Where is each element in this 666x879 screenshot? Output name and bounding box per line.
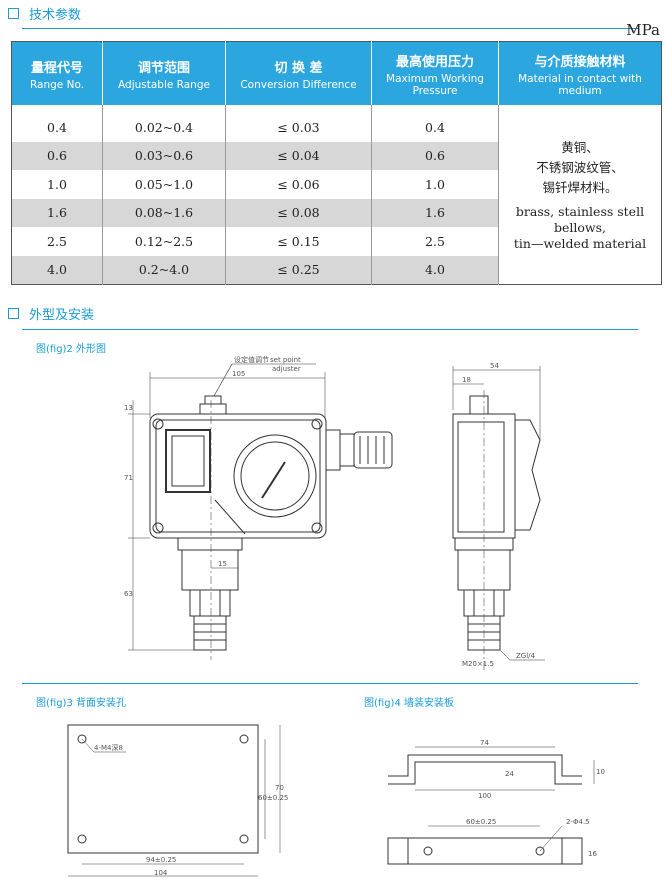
svg-text:16: 16	[588, 850, 597, 858]
svg-text:71: 71	[124, 474, 133, 482]
unit-label: MPa	[626, 21, 660, 39]
svg-text:74: 74	[480, 739, 489, 747]
svg-text:ZGl/4: ZGl/4	[516, 652, 536, 660]
outline-install-header: 外型及安装	[8, 304, 94, 323]
svg-text:18: 18	[462, 376, 471, 384]
svg-text:10: 10	[596, 768, 605, 776]
adjuster-label-cn: 设定值调节	[234, 355, 269, 364]
fig2-caption: 图(fig)2 外形图	[36, 344, 106, 355]
svg-text:13: 13	[124, 404, 133, 412]
svg-text:60±0.25: 60±0.25	[258, 794, 288, 802]
svg-text:100: 100	[478, 792, 491, 800]
svg-text:105: 105	[232, 370, 245, 378]
svg-text:60±0.25: 60±0.25	[466, 818, 496, 826]
section-title: 技术参数	[29, 8, 82, 23]
fig4-caption: 图(fig)4 墙装安装板	[364, 698, 454, 709]
fig2-front-view: 设定值调节 set point adjuster 105 13 71 63 15	[124, 355, 393, 660]
section-square-icon	[8, 308, 19, 319]
fig3-caption: 图(fig)3 背面安装孔	[36, 698, 126, 709]
svg-text:54: 54	[490, 362, 499, 370]
material-cell: 黄铜、 不锈钢波纹管、 锡钎焊材料。 brass, stainless stel…	[498, 105, 662, 285]
svg-text:63: 63	[124, 590, 133, 598]
fig2-side-view: 54 18 M20×1.5 ZGl/4	[452, 362, 545, 670]
svg-text:94±0.25: 94±0.25	[146, 856, 176, 864]
svg-text:104: 104	[154, 869, 168, 877]
adjuster-label-en: set point	[270, 356, 301, 364]
section-title: 外型及安装	[29, 308, 95, 323]
section-divider	[22, 683, 638, 684]
svg-text:70: 70	[275, 784, 284, 792]
section-square-icon	[8, 8, 19, 19]
fig3-mounting-holes: 4-M4深8 94±0.25 104 60±0.25 70	[67, 724, 288, 877]
svg-text:M20×1.5: M20×1.5	[462, 660, 494, 668]
svg-text:2-Φ4.5: 2-Φ4.5	[566, 818, 590, 826]
hole-label: 4-M4深8	[94, 743, 123, 752]
svg-text:24: 24	[505, 770, 514, 778]
adjuster-label-en2: adjuster	[272, 365, 301, 373]
fig4-wall-plate: 74 100 24 10 60±0.25 2-Φ4.5 16	[387, 739, 605, 865]
tech-params-header: 技术参数	[8, 4, 81, 23]
section-divider	[22, 28, 638, 29]
section-divider	[22, 329, 638, 330]
svg-text:15: 15	[218, 560, 227, 568]
